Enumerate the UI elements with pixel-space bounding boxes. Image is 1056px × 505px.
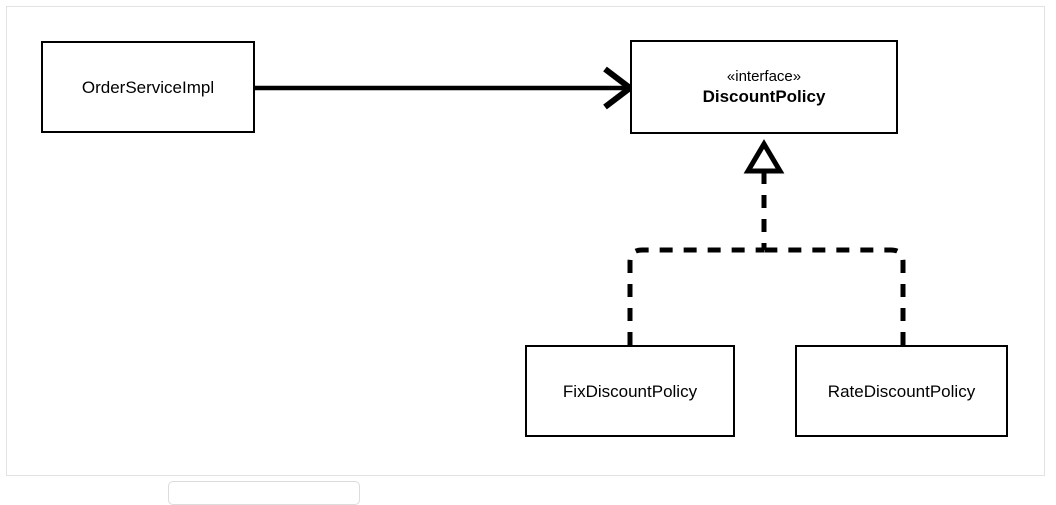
class-box-orderserviceimpl[interactable]: OrderServiceImpl (41, 41, 255, 133)
class-box-ratediscountpolicy[interactable]: RateDiscountPolicy (795, 345, 1008, 437)
class-name-orderserviceimpl: OrderServiceImpl (81, 77, 215, 97)
class-box-fixdiscountpolicy[interactable]: FixDiscountPolicy (525, 345, 735, 437)
class-name-fixdiscountpolicy: FixDiscountPolicy (562, 381, 698, 401)
class-name-ratediscountpolicy: RateDiscountPolicy (827, 381, 976, 401)
bottom-partial-widget[interactable] (168, 481, 360, 505)
class-box-discountpolicy[interactable]: «interface» DiscountPolicy (630, 40, 898, 134)
class-name-discountpolicy: DiscountPolicy (702, 86, 826, 106)
diagram-stage: OrderServiceImpl «interface» DiscountPol… (6, 6, 1045, 505)
stereotype-label-interface: «interface» (726, 67, 802, 85)
